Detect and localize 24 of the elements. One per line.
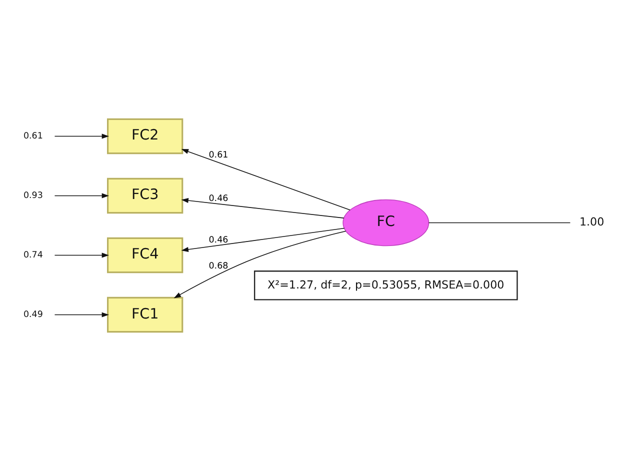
arrow — [54, 312, 109, 317]
arrow — [181, 148, 350, 210]
node-box: FC1 — [107, 296, 184, 332]
node-box: X²=1.27, df=2, p=0.53055, RMSEA=0.000 — [254, 270, 518, 300]
edge-label: 0.46 — [208, 194, 228, 204]
node-text: 0.49 — [23, 309, 43, 320]
arrow — [181, 198, 344, 218]
arrow — [54, 252, 109, 258]
arrow — [181, 227, 345, 252]
connector — [428, 222, 571, 223]
node-text: 0.61 — [23, 130, 43, 141]
node-box: FC4 — [107, 236, 184, 273]
arrow — [54, 192, 109, 198]
node-box: FC3 — [107, 177, 184, 214]
node-text: 1.00 — [579, 215, 604, 228]
node-box: FC2 — [107, 118, 184, 154]
node-text: 0.74 — [23, 250, 43, 260]
arrow — [174, 230, 346, 298]
node-ellipse: FC — [342, 198, 430, 246]
node-text: 0.93 — [23, 190, 43, 200]
edge-label: 0.68 — [208, 261, 228, 272]
edge-label: 0.61 — [208, 150, 228, 160]
arrow — [54, 133, 109, 138]
edge-label: 0.46 — [208, 234, 228, 245]
